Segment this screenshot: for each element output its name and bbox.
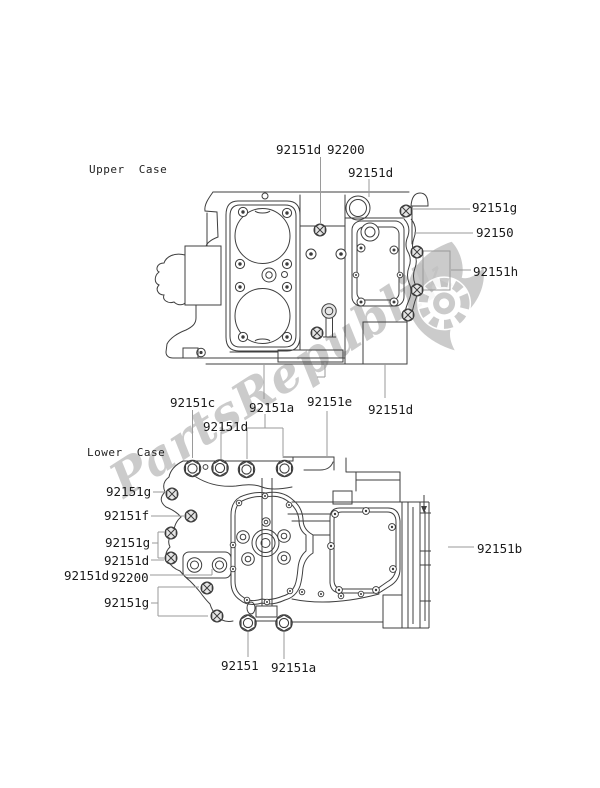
callout-92151g: 92151g xyxy=(104,595,150,610)
callout-leader-lines xyxy=(150,157,474,659)
callout-92200: 92200 xyxy=(327,142,365,157)
callout-92151d: 92151d xyxy=(276,142,322,157)
upper-bolts xyxy=(305,204,424,340)
callout-92151b: 92151b xyxy=(477,541,523,556)
main-bearing-circle xyxy=(251,529,280,557)
cylinder-bore-circle xyxy=(234,288,291,344)
callout-92151e: 92151e xyxy=(307,394,353,409)
callout-92151g: 92151g xyxy=(106,484,152,499)
lower-oil-pan xyxy=(298,507,401,600)
breather-hole-ring xyxy=(345,195,371,221)
upper-cover-plate xyxy=(351,218,451,314)
lower-case-title: Lower Case xyxy=(87,446,166,459)
callout-92200: 92200 xyxy=(111,570,149,585)
lower-case-outline xyxy=(160,456,403,629)
callout-92151h: 92151h xyxy=(473,264,519,279)
callout-92151f: 92151f xyxy=(104,508,150,523)
upper-case-title: Upper Case xyxy=(89,163,168,176)
cylinder-bore-circle xyxy=(234,208,291,264)
callout-92151d: 92151d xyxy=(64,568,110,583)
long-bolt-92151e xyxy=(321,303,337,338)
callout-92151d: 92151d xyxy=(203,419,249,434)
oil-channel xyxy=(410,218,418,314)
oil-channel xyxy=(403,218,412,313)
lower-bolts xyxy=(164,459,294,632)
callout-92151g: 92151g xyxy=(105,535,151,550)
watermark-logo-icon xyxy=(407,241,484,351)
callout-92151a: 92151a xyxy=(249,400,295,415)
upper-gasket xyxy=(225,200,301,352)
lower-gasket xyxy=(229,478,314,618)
callout-92151g: 92151g xyxy=(472,200,518,215)
bolt-direction-arrow-icon xyxy=(421,495,427,513)
callout-92151a: 92151a xyxy=(271,660,317,675)
callout-92151d: 92151d xyxy=(368,402,414,417)
callout-92150: 92150 xyxy=(476,225,514,240)
callout-92151d: 92151d xyxy=(348,165,394,180)
part-92151h-box xyxy=(422,250,451,291)
callout-92151c: 92151c xyxy=(170,395,216,410)
lower-end-cover xyxy=(401,495,431,629)
callout-92151: 92151 xyxy=(221,658,259,673)
callout-92151d: 92151d xyxy=(104,553,150,568)
